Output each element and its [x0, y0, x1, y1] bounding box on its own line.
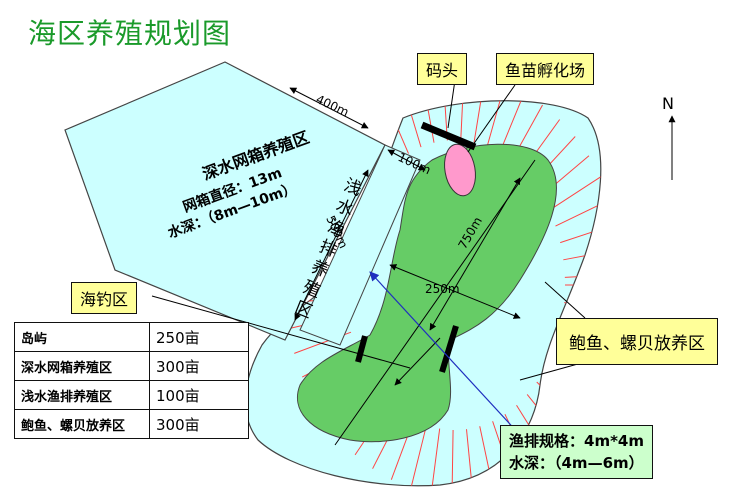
- abalone-ray: [401, 100, 422, 148]
- hatchery-callout: 鱼苗孵化场: [496, 53, 595, 85]
- arrow-down-left: [394, 337, 441, 386]
- abalone-ray: [560, 223, 601, 244]
- legend-value: 100亩: [149, 380, 249, 410]
- legend-value: 250亩: [149, 322, 249, 352]
- hatchery-leader: [467, 84, 516, 153]
- raft-bar-right: [439, 325, 459, 373]
- legend-name: 鲍鱼、螺贝放养区: [14, 409, 150, 439]
- raft-spec-note: 渔排规格：4m*4m 水深：（4m—6m）: [500, 425, 653, 479]
- legend-value: 300亩: [149, 351, 249, 381]
- pier: [420, 121, 477, 151]
- dim-100-arrow: [387, 149, 426, 171]
- abalone-ray: [473, 100, 486, 143]
- abalone-ray: [430, 428, 441, 486]
- dim-250-label: 250m: [425, 282, 460, 296]
- abalone-ray: [499, 100, 525, 153]
- abalone-leader-2: [519, 361, 586, 381]
- abalone-ray: [555, 199, 601, 227]
- abalone-callout: 鲍鱼、螺贝放养区: [556, 318, 718, 365]
- fishing-callout: 海钓区: [71, 282, 138, 314]
- abalone-ray: [536, 381, 582, 426]
- abalone-ray: [544, 367, 595, 406]
- dim-250-arrow: [389, 264, 521, 319]
- abalone-ray: [410, 424, 428, 486]
- map-title: 海区养殖规划图: [28, 17, 232, 50]
- abalone-ray: [460, 100, 465, 141]
- legend-value: 300亩: [149, 409, 249, 439]
- legend-name: 深水网箱养殖区: [14, 351, 150, 381]
- pier-callout: 码头: [417, 53, 468, 85]
- dim-500-arrow: [294, 169, 369, 321]
- raft-spec: 渔排规格：4m*4m: [509, 432, 644, 450]
- raft-note-pointer: [369, 271, 521, 436]
- raft-depth: 水深：（4m—6m）: [509, 454, 644, 472]
- fishing-leader: [151, 295, 411, 369]
- pier-leader: [447, 79, 456, 129]
- abalone-ray: [486, 100, 506, 147]
- legend-name: 岛屿: [14, 322, 150, 352]
- abalone-ray: [549, 176, 601, 211]
- raft-bar-left: [355, 335, 368, 363]
- abalone-ray: [442, 100, 448, 141]
- abalone-leader-1: [544, 281, 586, 319]
- dim-400-arrow: [289, 87, 369, 129]
- north-label: N: [662, 94, 674, 113]
- legend-name: 浅水渔排养殖区: [14, 380, 150, 410]
